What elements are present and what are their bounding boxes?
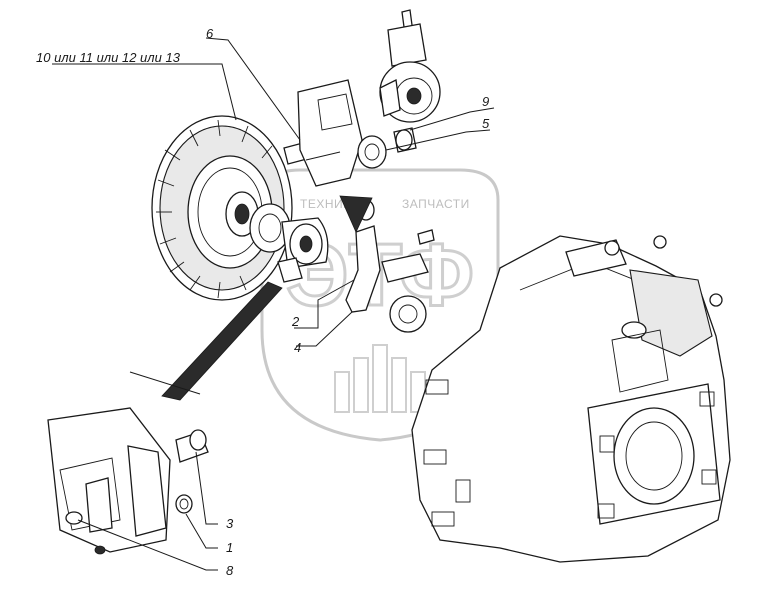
label-3: 3 <box>226 516 234 531</box>
label-9: 9 <box>482 94 489 109</box>
label-5: 5 <box>482 116 490 131</box>
leader-8 <box>77 519 218 571</box>
release-bearing <box>249 203 329 283</box>
detail-fork-view <box>47 371 209 555</box>
leader-6 <box>205 37 301 141</box>
leader-2 <box>294 279 355 329</box>
upper-bearing-assembly <box>379 9 441 123</box>
leader-lines <box>52 37 495 571</box>
leader-1 <box>185 513 218 549</box>
leader-3 <box>195 451 218 525</box>
leader-9 <box>409 107 495 131</box>
label-10-13: 10 или 11 или 12 или 13 <box>36 50 181 65</box>
label-6: 6 <box>206 26 214 41</box>
label-4: 4 <box>294 340 301 355</box>
leader-5 <box>385 129 491 151</box>
clutch-housing <box>411 235 731 563</box>
clutch-disc <box>151 115 293 301</box>
label-1: 1 <box>226 540 233 555</box>
leader-4 <box>296 311 353 347</box>
watermark-text-right: ЗАПЧАСТИ <box>402 197 470 211</box>
fork-bracket <box>297 79 363 187</box>
label-2: 2 <box>291 314 300 329</box>
seal-ring-5 <box>357 135 387 169</box>
needle-bearing-9 <box>393 127 417 153</box>
leader-10-13 <box>52 63 237 121</box>
release-fork <box>345 199 435 333</box>
label-8: 8 <box>226 563 234 578</box>
watermark-buildings-icon <box>334 344 426 413</box>
